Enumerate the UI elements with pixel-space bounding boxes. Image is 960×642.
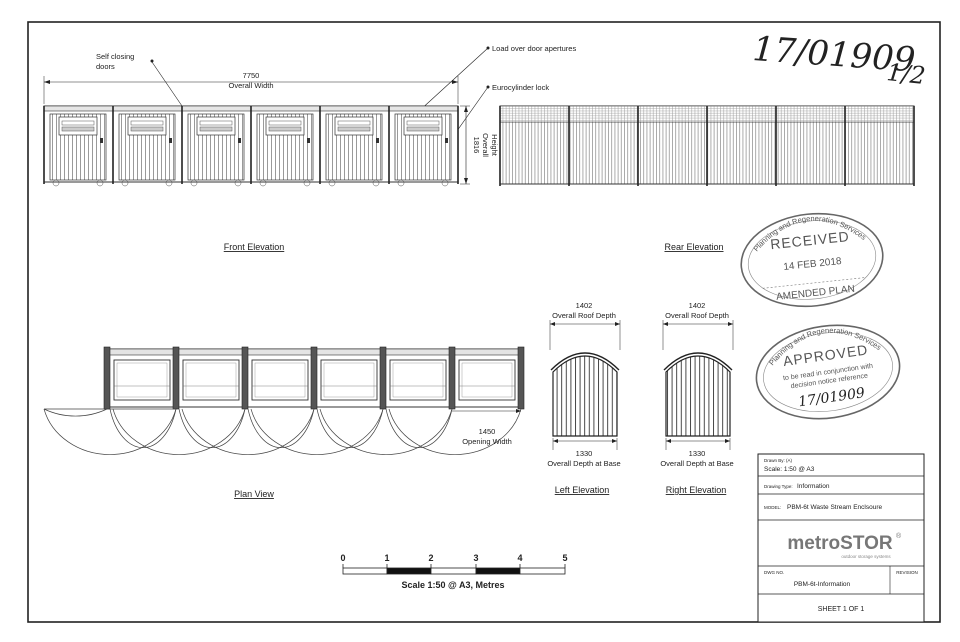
brand-tagline: outdoor storage systems xyxy=(841,554,891,559)
stamp-received-date: 14 FEB 2018 xyxy=(783,256,843,273)
rear-elevation-title: Rear Elevation xyxy=(664,242,723,252)
front-width-label: Overall Width xyxy=(228,81,273,90)
front-bays xyxy=(43,105,459,187)
title-dwg-number: PBM-6t-Information xyxy=(794,581,851,588)
plan-view: 1450 Opening Width Plan View xyxy=(43,346,525,499)
stamp-approved-reference: 17/01909 xyxy=(797,385,866,410)
scale-tick-1: 1 xyxy=(384,553,389,563)
stamp-received: Planning and Regeneration Services RECEI… xyxy=(740,208,884,308)
right-base-value: 1330 xyxy=(689,449,706,458)
front-width-value: 7750 xyxy=(243,71,260,80)
title-drawing-type: Information xyxy=(797,483,830,490)
brand-registered-mark: ® xyxy=(896,532,902,540)
right-roof-label: Overall Roof Depth xyxy=(665,311,729,320)
brand-logo: metroSTOR xyxy=(787,533,893,554)
plan-opening-value: 1450 xyxy=(479,427,496,436)
scale-tick-0: 0 xyxy=(340,553,345,563)
left-elevation: 1402 Overall Roof Depth 1330 Overall Dep… xyxy=(547,301,620,495)
right-elevation: 1402 Overall Roof Depth 1330 Overall Dep… xyxy=(660,301,733,495)
left-roof-value: 1402 xyxy=(576,301,593,310)
title-sheet: SHEET 1 OF 1 xyxy=(818,606,865,613)
scale-caption: Scale 1:50 @ A3, Metres xyxy=(402,580,505,590)
front-height-label-1: Overall xyxy=(481,133,490,157)
rear-elevation: Rear Elevation xyxy=(499,105,915,252)
scale-tick-5: 5 xyxy=(562,553,567,563)
left-roof-label: Overall Roof Depth xyxy=(552,311,616,320)
handwritten-sheet-number: 1/2 xyxy=(885,58,926,90)
front-elevation-title: Front Elevation xyxy=(224,242,285,252)
title-block: Drawn By: (A) Scale: 1:50 @ A3 Drawing T… xyxy=(757,453,925,623)
scale-bar: 0 1 2 3 4 5 Scale 1:50 @ A3, Metres xyxy=(340,553,567,590)
title-drawing-type-label: Drawing Type: xyxy=(764,484,793,489)
stamp-approved: Planning and Regeneration Services APPRO… xyxy=(755,318,901,420)
front-height-value: 1816 xyxy=(472,137,481,154)
title-scale: Scale: 1:50 @ A3 xyxy=(764,466,815,473)
callout-self-closing-doors: Self closing xyxy=(96,52,134,61)
page-border xyxy=(27,21,941,623)
title-revision-label: REVISION xyxy=(896,570,918,575)
title-model-label: MODEL: xyxy=(764,505,781,510)
title-dwg-label: DWG NO. xyxy=(764,570,784,575)
title-drawn-by: Drawn By: (A) xyxy=(764,458,793,463)
callout-eurocylinder-lock: Eurocylinder lock xyxy=(492,83,549,92)
right-base-label: Overall Depth at Base xyxy=(660,459,733,468)
front-elevation: Self closing doors Load over door apertu… xyxy=(43,44,576,252)
scale-tick-4: 4 xyxy=(517,553,522,563)
left-base-label: Overall Depth at Base xyxy=(547,459,620,468)
plan-opening-label: Opening Width xyxy=(462,437,512,446)
left-elevation-title: Left Elevation xyxy=(555,485,610,495)
right-roof-value: 1402 xyxy=(689,301,706,310)
scale-tick-3: 3 xyxy=(473,553,478,563)
title-model: PBM-6t Waste Stream Enclsoure xyxy=(787,504,883,511)
right-elevation-title: Right Elevation xyxy=(666,485,727,495)
scale-tick-2: 2 xyxy=(428,553,433,563)
plan-view-title: Plan View xyxy=(234,489,274,499)
front-height-label-2: Height xyxy=(490,134,499,157)
left-base-value: 1330 xyxy=(576,449,593,458)
callout-load-over-door: Load over door apertures xyxy=(492,44,576,53)
callout-self-closing-doors-2: doors xyxy=(96,62,115,71)
